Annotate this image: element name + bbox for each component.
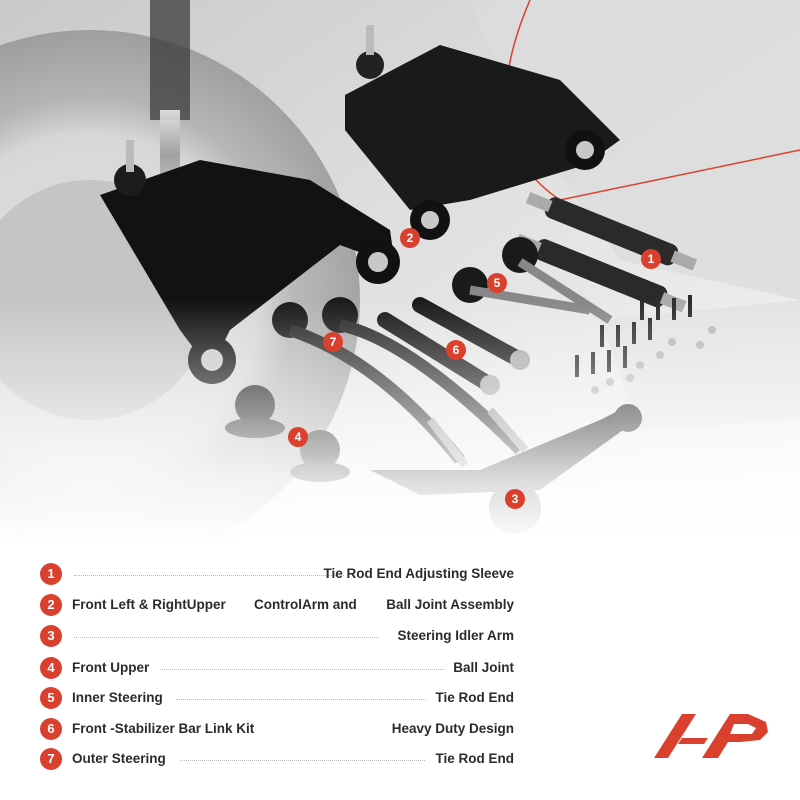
leader-dots — [180, 760, 425, 761]
legend-row-6: 6 Front -Stabilizer Bar Link Kit Heavy D… — [40, 717, 520, 741]
legend-badge-1: 1 — [40, 563, 62, 585]
legend-right-7: Tie Rod End — [435, 751, 514, 766]
legend-right-1: Tie Rod End Adjusting Sleeve — [323, 566, 514, 581]
legend-right-2: Ball Joint Assembly — [386, 597, 514, 612]
legend-left-2: Front Left & RightUpper — [72, 597, 226, 612]
marker-3: 3 — [505, 489, 525, 509]
marker-5: 5 — [487, 273, 507, 293]
leader-dots — [160, 669, 445, 670]
legend-row-5: 5 Inner Steering Tie Rod End — [40, 686, 520, 710]
leader-dots — [74, 637, 379, 638]
legend-badge-6: 6 — [40, 718, 62, 740]
legend-left-6: Front -Stabilizer Bar Link Kit — [72, 721, 255, 736]
marker-1: 1 — [641, 249, 661, 269]
legend-left-7: Outer Steering — [72, 751, 166, 766]
legend-row-7: 7 Outer Steering Tie Rod End — [40, 747, 520, 771]
marker-2: 2 — [400, 228, 420, 248]
legend-right-3: Steering Idler Arm — [397, 628, 514, 643]
legend-badge-3: 3 — [40, 625, 62, 647]
legend-badge-4: 4 — [40, 657, 62, 679]
marker-6: 6 — [446, 340, 466, 360]
leader-dots — [176, 699, 426, 700]
marker-4: 4 — [288, 427, 308, 447]
legend-badge-7: 7 — [40, 748, 62, 770]
legend-row-4: 4 Front Upper Ball Joint — [40, 656, 520, 680]
legend-row-1: 1 Tie Rod End Adjusting Sleeve — [40, 562, 520, 586]
legend-badge-5: 5 — [40, 687, 62, 709]
product-photo — [0, 0, 800, 545]
legend-row-3: 3 Steering Idler Arm — [40, 624, 520, 648]
legend-middle-2: ControlArm and — [254, 597, 357, 612]
legend-left-4: Front Upper — [72, 660, 150, 675]
marker-7: 7 — [323, 332, 343, 352]
a-premium-logo-icon — [654, 714, 768, 758]
legend-left-5: Inner Steering — [72, 690, 163, 705]
legend-right-6: Heavy Duty Design — [391, 721, 514, 736]
legend-row-2: 2 Front Left & RightUpper ControlArm and… — [40, 593, 520, 617]
legend-right-4: Ball Joint — [453, 660, 514, 675]
leader-dots — [74, 575, 344, 576]
legend-badge-2: 2 — [40, 594, 62, 616]
legend-right-5: Tie Rod End — [435, 690, 514, 705]
